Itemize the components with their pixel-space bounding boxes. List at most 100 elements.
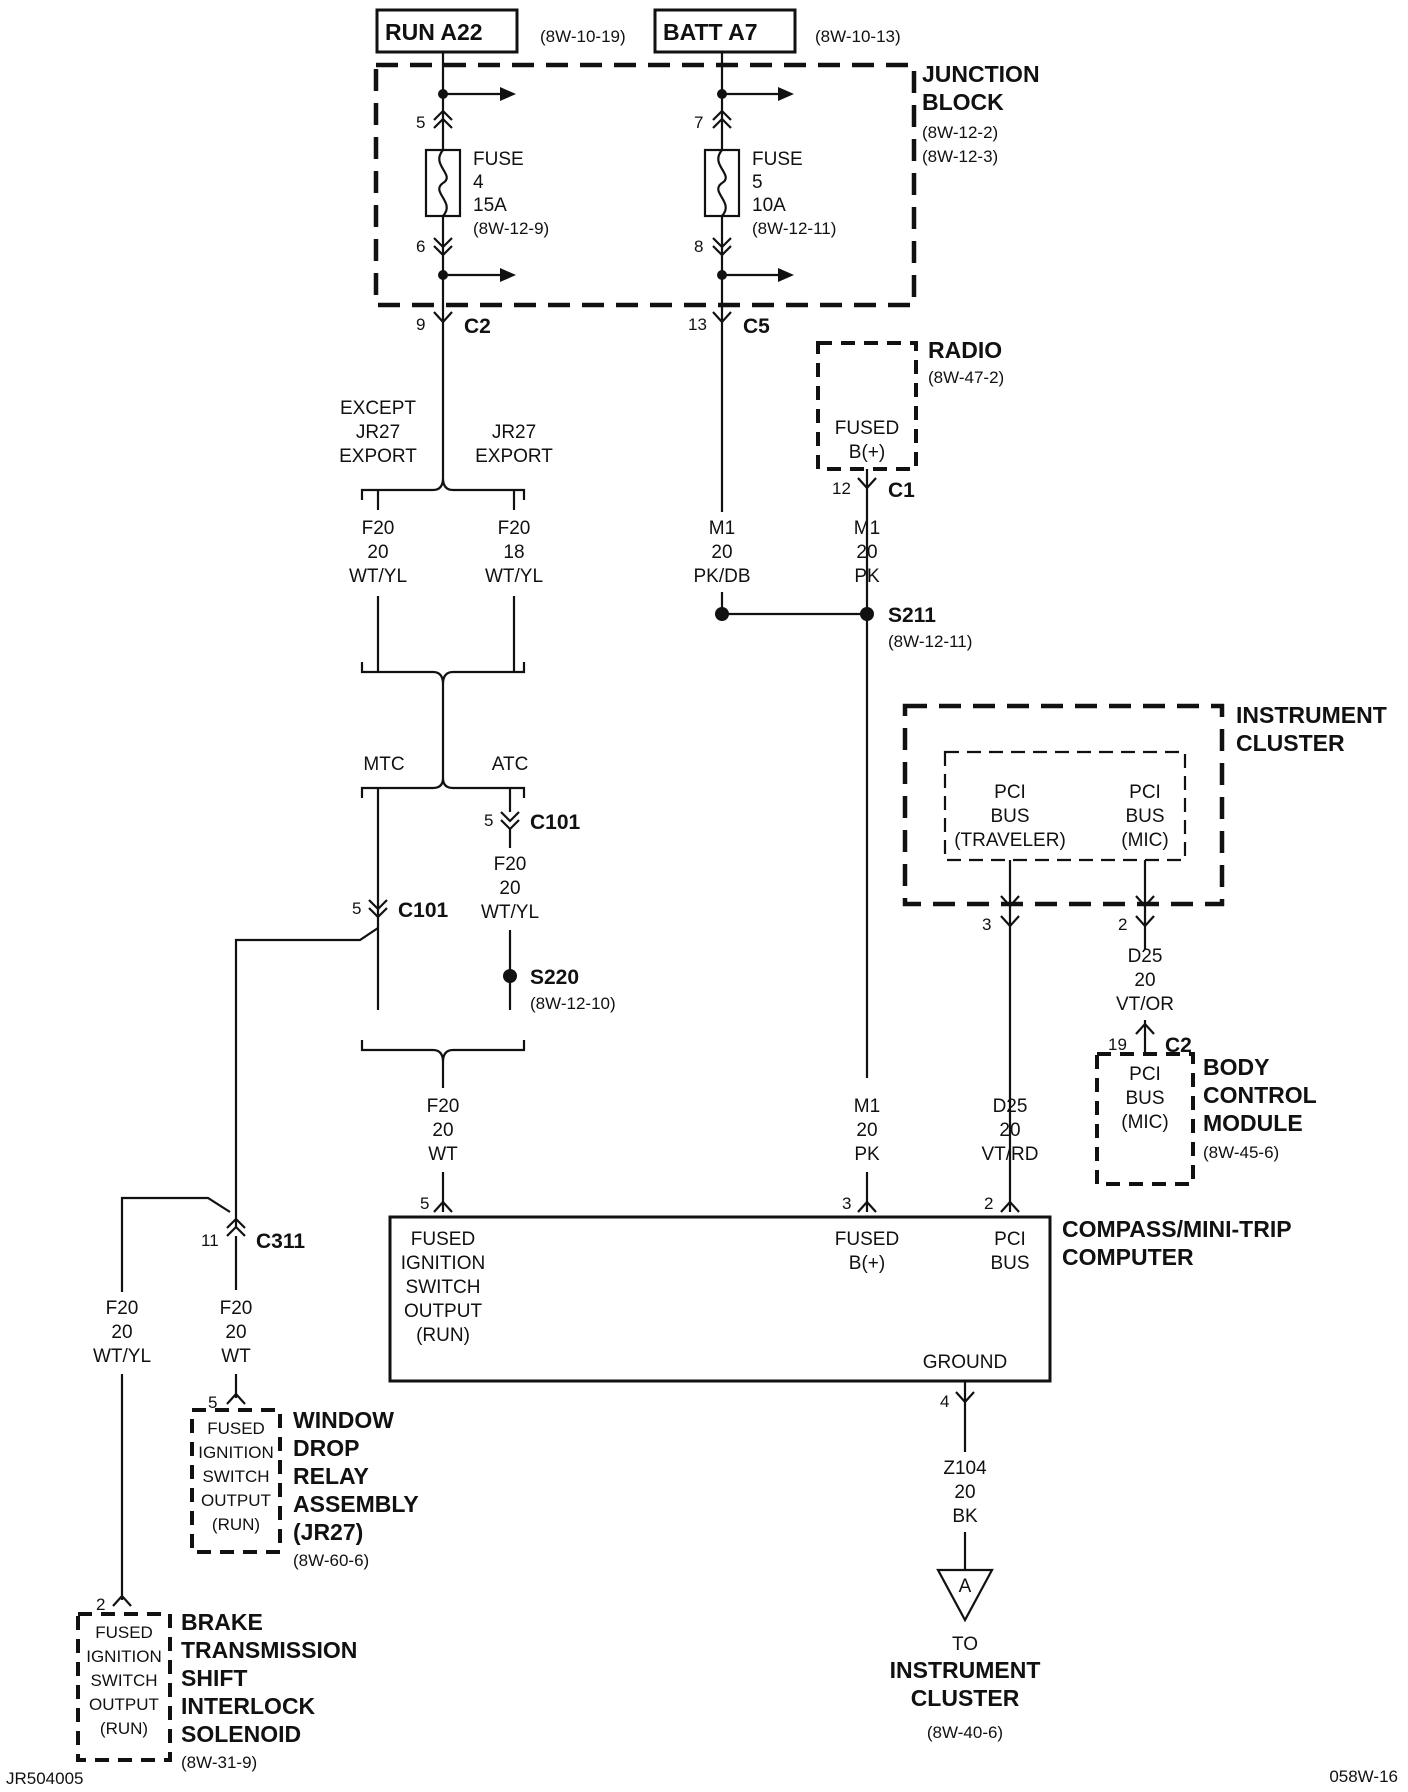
wire-f20-atc-c: WT/YL (481, 902, 539, 923)
compass-ground: GROUND (923, 1352, 1007, 1373)
wire-m1-pk-low-b: 20 (856, 1120, 877, 1141)
wire-m1-pkdb-b: 20 (711, 542, 732, 563)
c311-label: C311 (256, 1230, 305, 1253)
compass-pci-2: BUS (990, 1253, 1029, 1274)
bts-l4: OUTPUT (89, 1695, 159, 1714)
pci-bus-inner-outline (943, 750, 1187, 862)
wire-d25-vtrd-b: 20 (999, 1120, 1020, 1141)
window-relay-title-1: WINDOW (293, 1407, 394, 1433)
bcm-bus: BUS (1125, 1088, 1164, 1109)
bcm-ref: (8W-45-6) (1203, 1143, 1279, 1162)
bts-l2: IGNITION (86, 1647, 162, 1666)
batt-a7-box (653, 8, 797, 54)
wire-f20-wt-c: WT (428, 1144, 458, 1165)
wire-f20-20-wtyl-c: WT/YL (349, 566, 407, 587)
branch-mtc: MTC (363, 754, 404, 775)
compass-title-2: COMPUTER (1062, 1244, 1194, 1270)
c101-atc-label: C101 (530, 811, 581, 834)
bts-outline (76, 1612, 172, 1762)
pci-traveler-1: PCI (994, 782, 1026, 803)
wire-m1-pk-top-b: 20 (856, 542, 877, 563)
s220-splice-dot (503, 969, 517, 983)
pci-mic-1: PCI (1129, 782, 1161, 803)
wire-d25-vtor-c: VT/OR (1116, 994, 1174, 1015)
c311-pin: 11 (201, 1231, 219, 1250)
pci-mic-3: (MIC) (1121, 830, 1168, 851)
junction-block-ref-2: (8W-12-3) (922, 147, 998, 166)
fuse-4-pin-out: 6 (416, 237, 425, 256)
wire-z104-a: Z104 (943, 1458, 987, 1479)
compass-title-1: COMPASS/MINI-TRIP (1062, 1216, 1292, 1242)
bcm-title-3: MODULE (1203, 1110, 1303, 1136)
compass-fused-b-1: FUSED (835, 1229, 899, 1250)
wire-m1-pkdb-a: M1 (709, 518, 735, 539)
wire-f20-left-wtyl-a: F20 (106, 1298, 139, 1319)
instrument-cluster-title-1: INSTRUMENT (1236, 702, 1387, 728)
window-relay-title-3: RELAY (293, 1463, 369, 1489)
wire-m1-pk-low-a: M1 (854, 1096, 880, 1117)
bcm-pin: 19 (1108, 1035, 1127, 1054)
bts-title-1: BRAKE (181, 1609, 263, 1635)
offpage-title-2: CLUSTER (911, 1685, 1020, 1711)
branch-except-3: EXPORT (339, 446, 417, 467)
bcm-outline (1095, 1052, 1195, 1186)
window-relay-l1: FUSED (207, 1419, 265, 1438)
bcm-title-1: BODY (1203, 1054, 1269, 1080)
wire-f20-18-wtyl-b: 18 (503, 542, 524, 563)
wire-f20-left-wtyl-c: WT/YL (93, 1346, 151, 1367)
wire-m1-pk-top-a: M1 (854, 518, 880, 539)
compass-fis-5: (RUN) (416, 1325, 470, 1346)
offpage-connector-a (936, 1568, 994, 1623)
window-relay-l5: (RUN) (212, 1515, 260, 1534)
offpage-ref: (8W-40-6) (927, 1723, 1003, 1742)
run-a22-label: RUN A22 (385, 19, 483, 45)
bts-l3: SWITCH (90, 1671, 157, 1690)
c101-atc-pin: 5 (484, 811, 493, 830)
offpage-to: TO (952, 1634, 978, 1655)
s220-label: S220 (530, 966, 579, 989)
junction-block-title-2: BLOCK (922, 89, 1004, 115)
wire-f20-18-wtyl-a: F20 (498, 518, 531, 539)
junction-block-ref-1: (8W-12-2) (922, 123, 998, 142)
c5-connector: C5 (743, 315, 770, 338)
fuse-5-label-1: FUSE (752, 149, 803, 170)
compass-pin-4: 4 (940, 1392, 949, 1411)
bts-title-3: SHIFT (181, 1665, 247, 1691)
compass-fis-4: OUTPUT (404, 1301, 483, 1322)
s211-ref: (8W-12-11) (888, 632, 972, 651)
wire-f20-left-wt-b: 20 (225, 1322, 246, 1343)
compass-fis-2: IGNITION (401, 1253, 485, 1274)
bcm-mic: (MIC) (1121, 1112, 1168, 1133)
wire-f20-left-wt-c: WT (221, 1346, 251, 1367)
pci-mic-2: BUS (1125, 806, 1164, 827)
wire-f20-20-wtyl-a: F20 (362, 518, 395, 539)
radio-outline (816, 341, 918, 471)
fuse-4-pin-in: 5 (416, 113, 425, 132)
compass-fis-1: FUSED (411, 1229, 475, 1250)
c5-pin: 13 (688, 315, 707, 334)
wire-d25-vtor-b: 20 (1134, 970, 1155, 991)
c2-pin: 9 (416, 315, 425, 334)
fuse-5-label-2: 5 (752, 172, 763, 193)
fuse-4-label-2: 4 (473, 172, 484, 193)
ic-pin-2: 2 (1118, 915, 1127, 934)
junction-block-title-1: JUNCTION (922, 61, 1040, 87)
wire-d25-vtrd-a: D25 (993, 1096, 1028, 1117)
branch-except-1: EXCEPT (340, 398, 416, 419)
splice-pkdb-dot (715, 607, 729, 621)
bts-l5: (RUN) (100, 1719, 148, 1738)
wire-m1-pk-low-c: PK (854, 1144, 880, 1165)
compass-fused-b-2: B(+) (849, 1253, 885, 1274)
c101-mtc-pin: 5 (352, 899, 361, 918)
ic-pin-3: 3 (982, 915, 991, 934)
branch-jr27-2: EXPORT (475, 446, 553, 467)
compass-pin-5: 5 (420, 1194, 429, 1213)
wire-f20-atc-b: 20 (499, 878, 520, 899)
fuse-5-ref: (8W-12-11) (752, 219, 836, 238)
radio-fused: FUSED (835, 418, 899, 439)
branch-except-2: JR27 (356, 422, 400, 443)
c101-mtc-label: C101 (398, 899, 449, 922)
window-relay-ref: (8W-60-6) (293, 1551, 369, 1570)
bts-ref: (8W-31-9) (181, 1753, 257, 1772)
radio-c1-connector: C1 (888, 479, 915, 502)
